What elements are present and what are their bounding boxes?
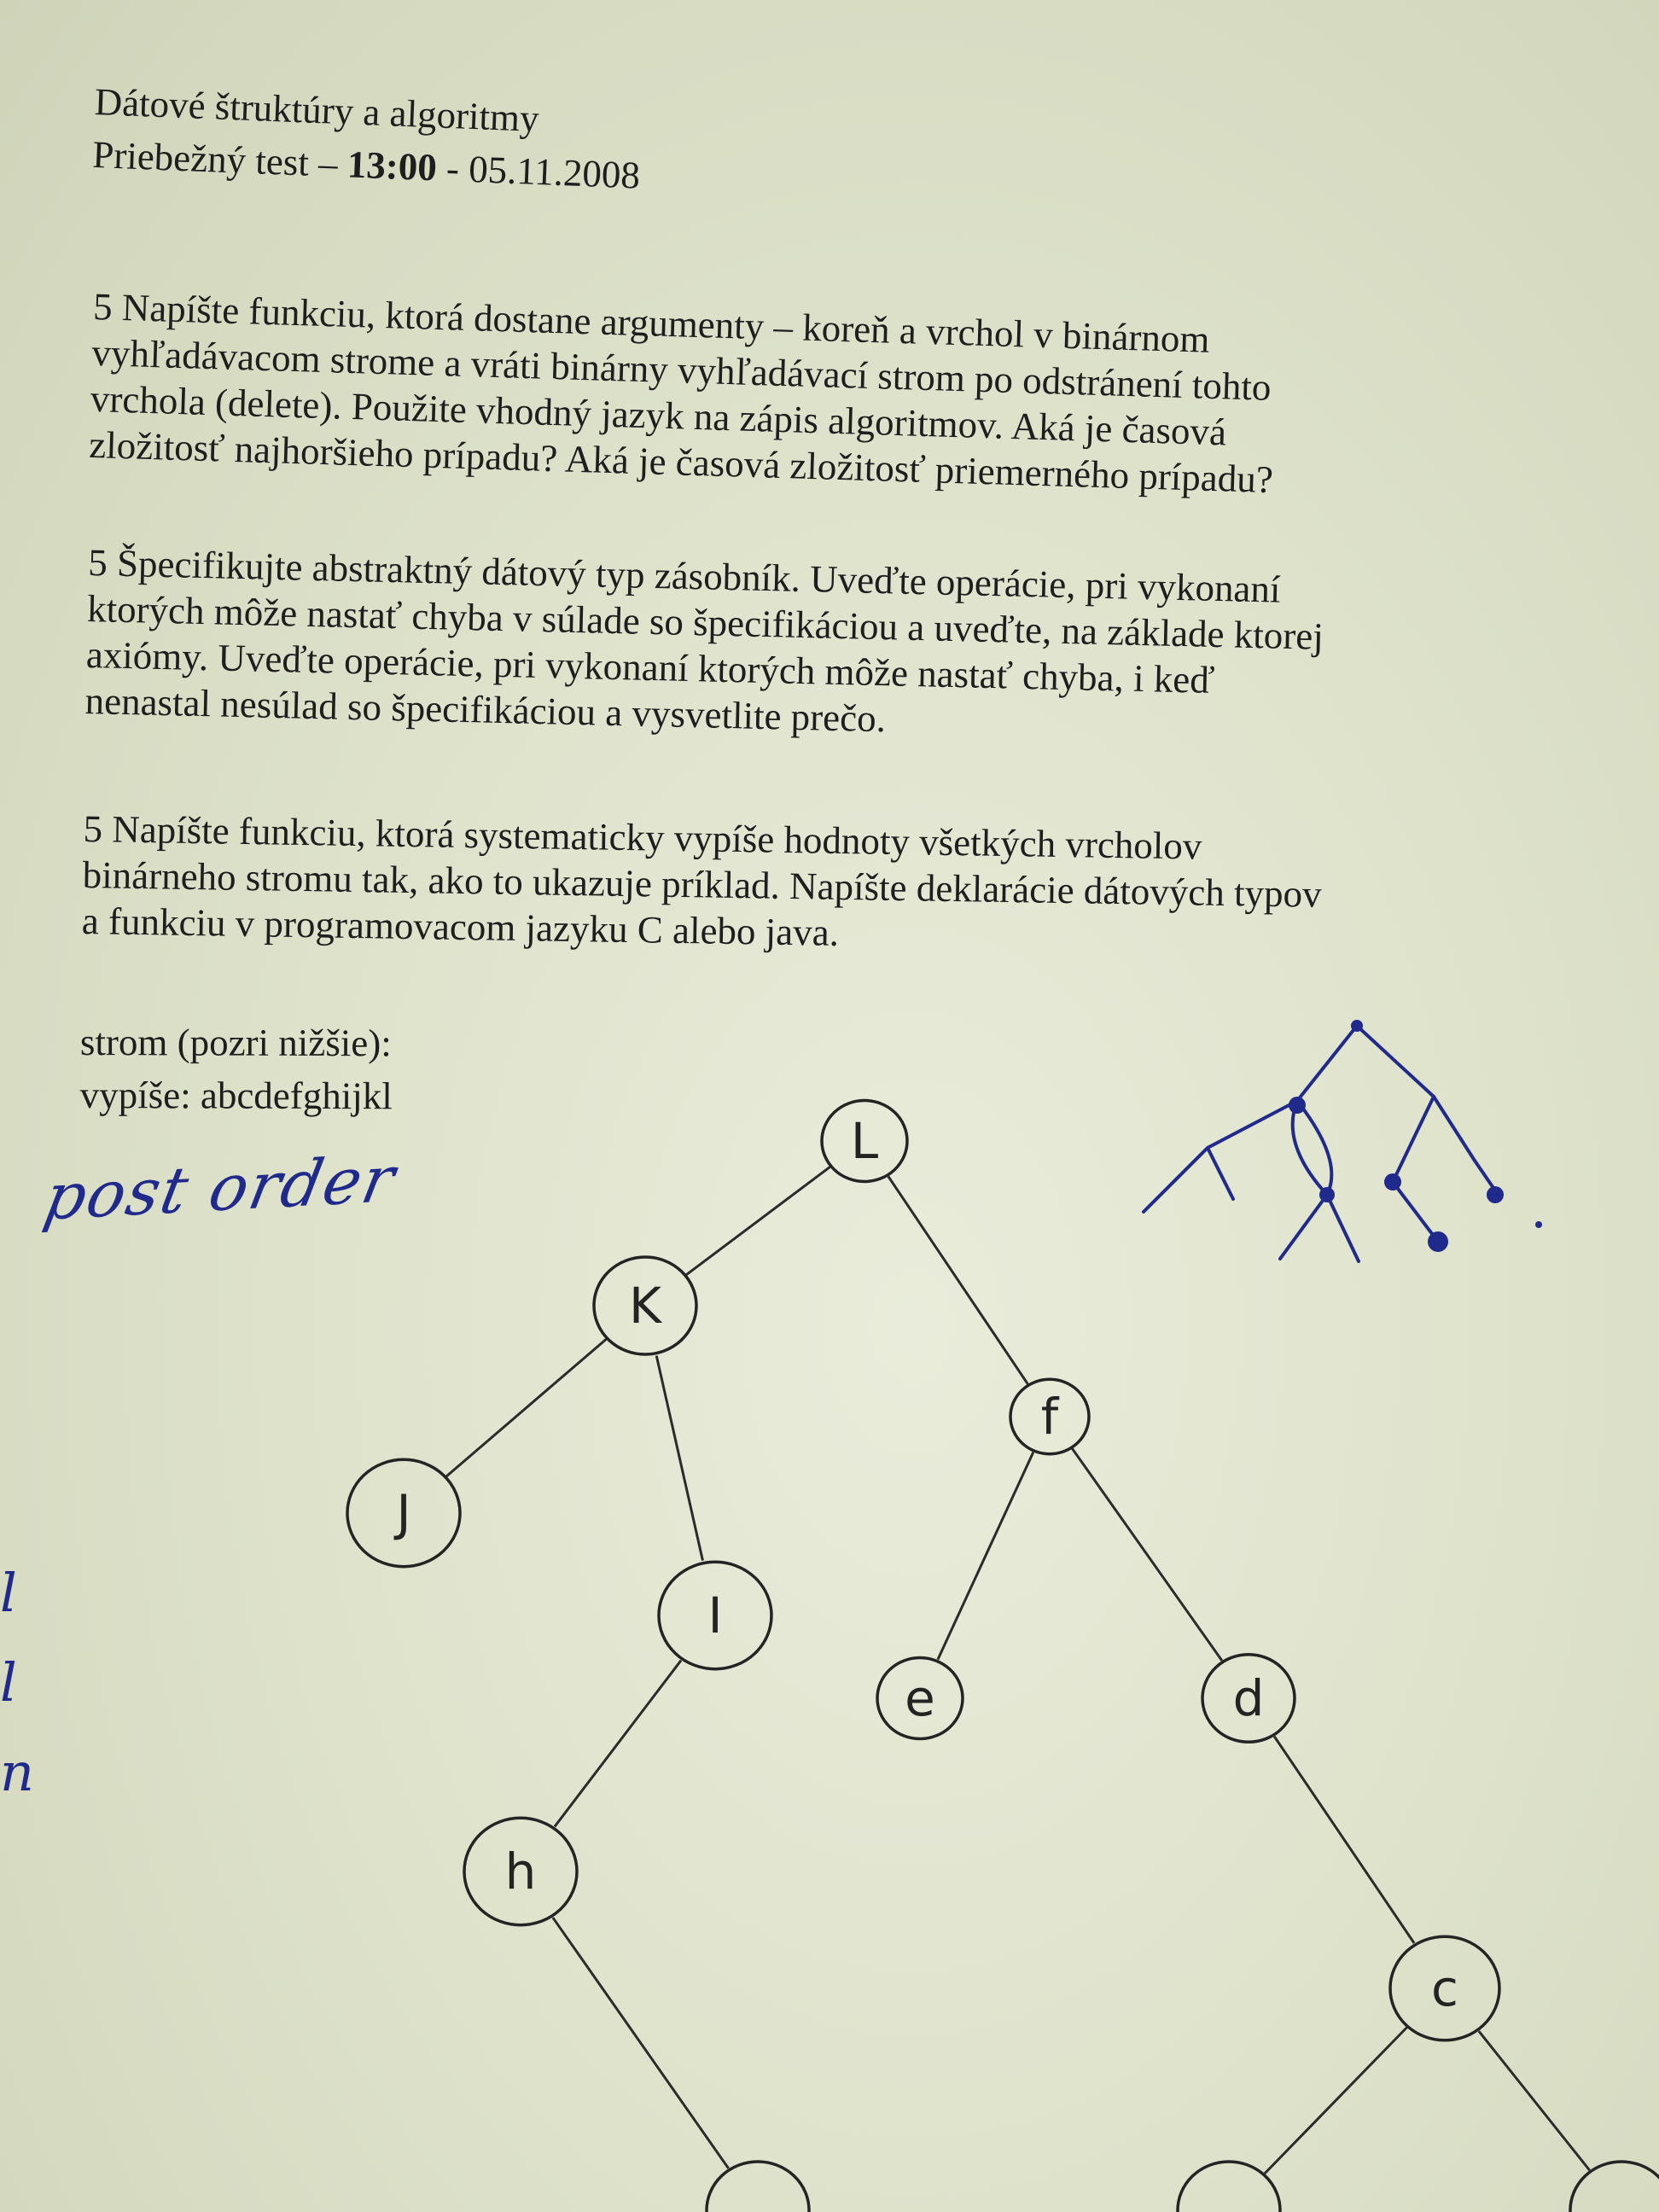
sketch-stroke	[1290, 1099, 1334, 1198]
sketch-node	[1428, 1231, 1448, 1252]
tree-node-label: d	[1233, 1669, 1265, 1727]
tree-edge	[551, 1917, 730, 2169]
sketch-stroke	[1432, 1095, 1497, 1192]
tree-node-circle	[1569, 2160, 1659, 2212]
tree-node-circle	[876, 1656, 964, 1741]
tree-node-circle	[346, 1458, 462, 1569]
tree-node-circle	[1388, 1935, 1501, 2042]
tree-edge	[1273, 1735, 1416, 1944]
margin-mark: n	[0, 1741, 34, 1803]
tree-node	[1176, 2160, 1282, 2212]
sketch-node	[1289, 1097, 1306, 1114]
sketch-stroke	[1355, 1024, 1435, 1098]
sketch-stroke	[1325, 1193, 1360, 1263]
tree-node-circle	[705, 2160, 811, 2212]
tree-node: d	[1201, 1652, 1296, 1744]
sketch-node	[1535, 1221, 1542, 1228]
tree-edge	[445, 1337, 608, 1478]
tree-node: K	[592, 1255, 698, 1356]
tree-edge	[1477, 2030, 1591, 2171]
tree-node-label: I	[707, 1586, 722, 1644]
sketch-node	[1351, 1020, 1363, 1032]
tree-edge	[887, 1175, 1029, 1385]
tree-node-circle	[592, 1255, 698, 1356]
tree-node-circle	[657, 1560, 773, 1671]
tree-node: e	[876, 1656, 964, 1741]
tree-node: L	[820, 1098, 909, 1184]
tree-edge	[685, 1165, 831, 1277]
tree-node: J	[346, 1458, 462, 1569]
sketch-node	[1487, 1186, 1504, 1203]
tree-node-circle	[820, 1098, 909, 1184]
sketch-stroke	[1278, 1193, 1329, 1260]
tree-edge	[1263, 2026, 1408, 2175]
tree-node-circle	[463, 1816, 579, 1927]
sketch-stroke	[1206, 1146, 1235, 1201]
tree-edge	[1071, 1447, 1224, 1662]
tree-node-label: J	[393, 1484, 410, 1542]
tree-node-circle	[1009, 1377, 1091, 1456]
sketch-stroke	[1390, 1095, 1440, 1243]
tree-edge	[655, 1355, 704, 1561]
sketch-stroke	[1295, 1024, 1359, 1103]
tree-edge	[553, 1659, 683, 1828]
sketch-node	[1384, 1173, 1401, 1190]
tree-node-label: K	[629, 1277, 663, 1335]
tree-node-label: h	[505, 1842, 537, 1901]
tree-node	[705, 2160, 811, 2212]
tree-node-circle	[1176, 2160, 1282, 2212]
sketch-stroke	[1142, 1099, 1299, 1214]
tree-node-label: e	[905, 1669, 935, 1727]
tree-node: f	[1009, 1377, 1091, 1456]
tree-node: h	[463, 1816, 579, 1927]
tree-node: c	[1388, 1935, 1501, 2042]
tree-node	[1569, 2160, 1659, 2212]
tree-edges	[445, 1165, 1591, 2175]
tree-edge	[936, 1452, 1035, 1661]
margin-mark: l	[0, 1651, 17, 1714]
tree-nodes: L KfJ Ie d h c	[346, 1098, 1659, 2212]
pen-sketch-tree	[1142, 1020, 1542, 1263]
margin-mark: l	[0, 1562, 17, 1624]
sketch-node	[1319, 1187, 1335, 1202]
tree-node-circle	[1201, 1652, 1296, 1744]
tree-node-label: c	[1431, 1959, 1458, 2017]
tree-node: I	[657, 1560, 773, 1671]
tree-node-label: f	[1041, 1388, 1060, 1446]
tree-node-label: L	[851, 1112, 878, 1170]
